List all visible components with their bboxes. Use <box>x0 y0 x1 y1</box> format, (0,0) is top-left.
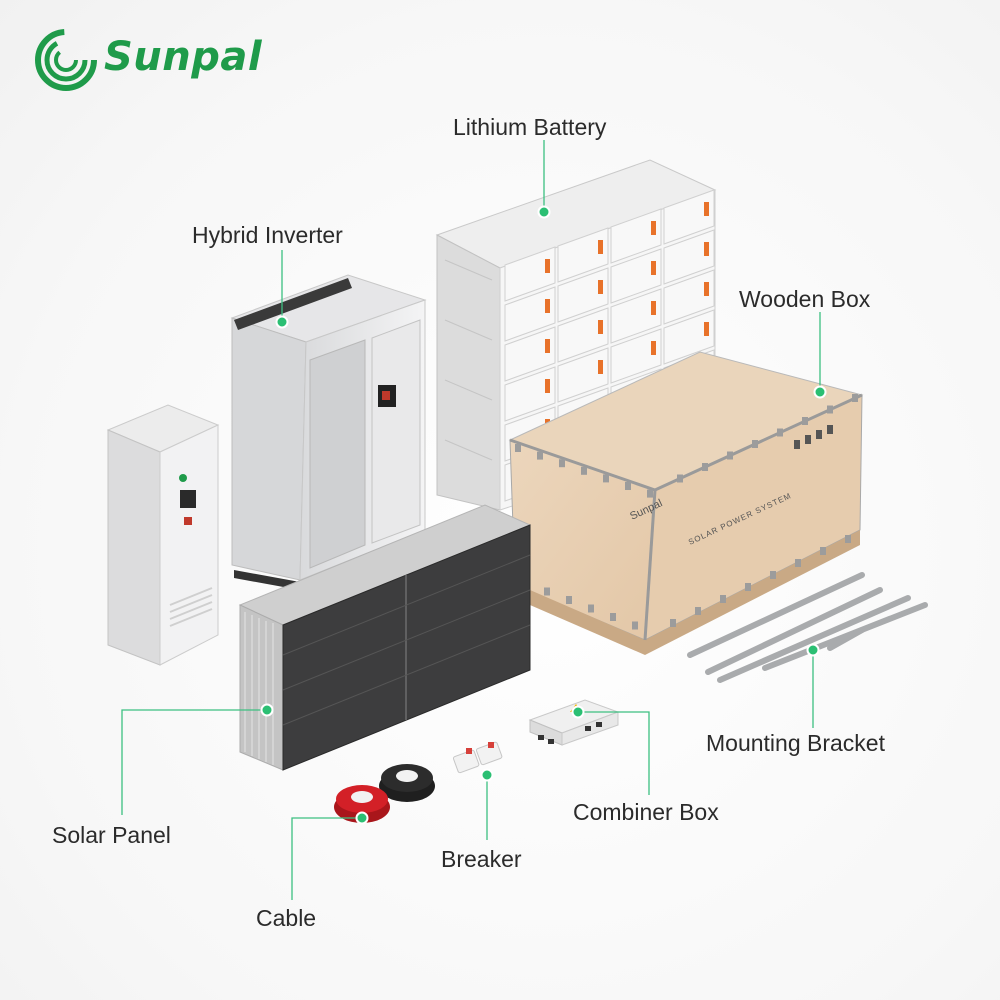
battery-module <box>504 246 556 302</box>
box-clip <box>581 466 587 475</box>
breakers <box>452 741 503 774</box>
battery-handle <box>545 299 550 313</box>
box-clip <box>802 417 808 425</box>
battery-module <box>504 366 556 422</box>
battery-module <box>504 286 556 342</box>
sunpal-logo: Sunpal <box>34 26 264 96</box>
box-clip <box>632 621 638 630</box>
battery-handle <box>598 280 603 294</box>
box-clip <box>845 535 851 543</box>
battery-handle <box>598 360 603 374</box>
battery-handle <box>651 221 656 235</box>
battery-handle <box>651 341 656 355</box>
box-clip <box>537 451 543 460</box>
solar-panel-stack <box>238 504 532 771</box>
box-clip <box>720 595 726 603</box>
battery-module <box>610 248 662 304</box>
leader-lines <box>121 140 821 900</box>
wooden-box: Sunpal SOLAR POWER SYSTEM <box>508 351 864 655</box>
box-clip <box>603 474 609 483</box>
battery-module <box>663 309 715 365</box>
battery-module <box>504 326 556 382</box>
battery-module <box>663 229 715 285</box>
mounting-brackets <box>687 572 928 683</box>
cable-coils <box>334 764 435 823</box>
small-inverter-cabinet <box>106 404 220 666</box>
battery-handle <box>545 339 550 353</box>
box-clip <box>777 428 783 437</box>
box-clip <box>702 463 708 471</box>
box-clip <box>588 604 594 613</box>
battery-handle <box>651 261 656 275</box>
box-clip <box>559 459 565 468</box>
box-clip <box>745 583 751 591</box>
battery-module <box>557 347 609 403</box>
box-clip <box>544 587 550 596</box>
box-clip <box>827 405 833 414</box>
box-clip <box>695 607 701 615</box>
battery-module <box>663 269 715 325</box>
label-hybrid-inverter: Hybrid Inverter <box>192 222 343 248</box>
battery-module <box>557 307 609 363</box>
label-wooden-box: Wooden Box <box>739 286 871 312</box>
battery-handle <box>545 379 550 393</box>
battery-handle <box>598 320 603 334</box>
hybrid-inverter-cabinet <box>230 274 427 590</box>
box-clip <box>752 440 758 448</box>
box-clip <box>647 489 653 498</box>
label-breaker: Breaker <box>441 846 522 872</box>
battery-module <box>557 267 609 323</box>
battery-module <box>610 328 662 384</box>
battery-handle <box>704 242 709 256</box>
battery-handle <box>704 282 709 296</box>
box-clip <box>515 444 521 452</box>
box-clip <box>820 547 826 555</box>
label-lithium-battery: Lithium Battery <box>453 114 607 140</box>
box-clip <box>677 474 683 483</box>
brand-name: Sunpal <box>104 34 263 80</box>
box-clip <box>852 394 858 402</box>
label-combiner-box: Combiner Box <box>573 799 719 825</box>
battery-handle <box>651 301 656 315</box>
marker-dots <box>260 205 827 825</box>
box-clip <box>670 619 676 627</box>
combiner-box <box>528 699 620 746</box>
box-clip <box>770 571 776 579</box>
battery-handle <box>598 240 603 254</box>
label-solar-panel: Solar Panel <box>52 822 171 848</box>
box-clip <box>625 482 631 490</box>
battery-module <box>663 189 715 245</box>
label-cable: Cable <box>256 905 317 931</box>
battery-handle <box>704 322 709 336</box>
box-clip <box>610 613 616 621</box>
battery-module <box>557 227 609 283</box>
box-clip <box>727 451 733 460</box>
label-mounting-bracket: Mounting Bracket <box>706 730 885 756</box>
box-clip <box>795 559 801 567</box>
battery-module <box>610 288 662 344</box>
battery-module <box>610 208 662 264</box>
sunpal-swirl-icon <box>35 29 97 91</box>
battery-handle <box>545 259 550 273</box>
box-clip <box>566 596 572 604</box>
battery-handle <box>704 202 709 216</box>
